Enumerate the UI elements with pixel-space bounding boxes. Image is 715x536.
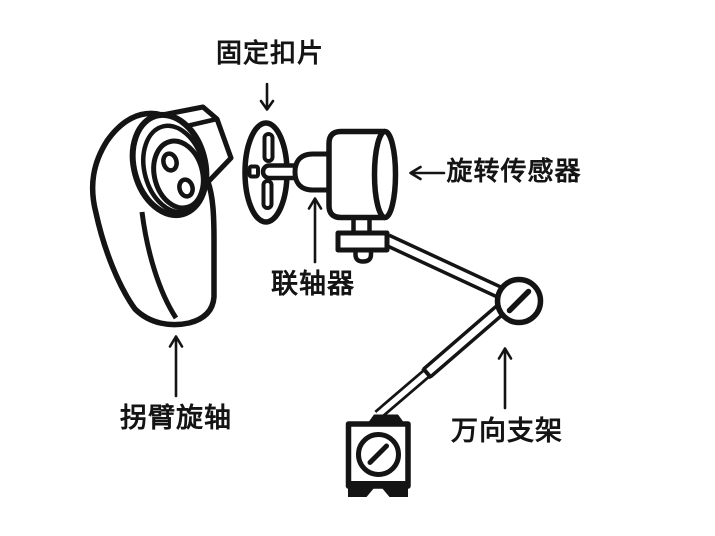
bracket-arm-rods (374, 233, 520, 420)
coupling-label: 联轴器 (271, 269, 355, 299)
fixing-clip-arrow-down-icon (259, 82, 275, 111)
rotation-sensor-arrow-left-icon (409, 165, 446, 181)
sensor-clamp-drawing (335, 230, 390, 264)
crank-arm-drawing (89, 104, 234, 328)
universal-bracket-label: 万向支架 (451, 416, 563, 446)
rotation-sensor-label: 旋转传感器 (446, 156, 582, 186)
coupling-arrow-up-icon (307, 197, 323, 264)
fixing-clip-label: 固定扣片 (215, 38, 324, 68)
bracket-base-drawing (345, 414, 411, 497)
bracket-arrow-up-icon (497, 347, 513, 410)
crank-arm-shaft-label: 拐臂旋轴 (120, 403, 232, 433)
coupling-drawing (292, 151, 332, 193)
rotation-sensor-drawing (326, 128, 399, 221)
swivel-joint-drawing (494, 276, 544, 326)
crank-arm-arrow-up-icon (168, 335, 184, 398)
